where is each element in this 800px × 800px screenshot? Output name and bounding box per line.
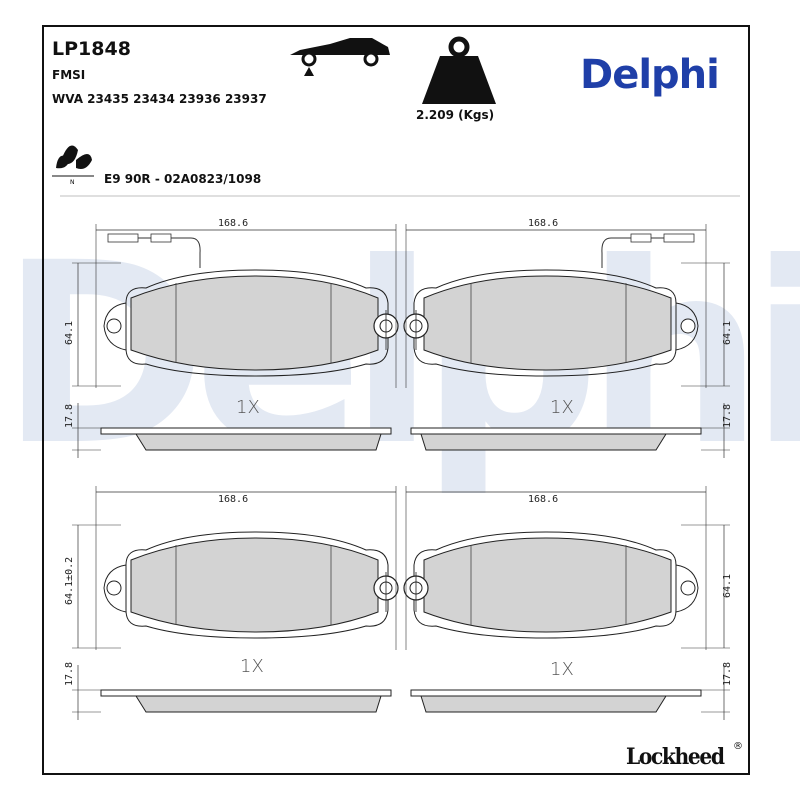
mounting-hole — [680, 318, 696, 334]
wear-sensor-clip — [630, 233, 652, 243]
svg-text:N: N — [70, 179, 75, 186]
certification-code: E9 90R - 02A0823/1098 — [104, 172, 262, 186]
pad-drawing-top-right — [403, 224, 730, 458]
side-view-backplate — [410, 689, 702, 697]
mounting-hole — [106, 318, 122, 334]
backing-plate-outline — [413, 531, 677, 639]
thickness-dimension-top-left: 17.8 — [64, 404, 75, 428]
width-dimension-top-left: 168.6 — [218, 218, 248, 229]
friction-material — [130, 275, 379, 371]
width-dimension-bottom-left: 168.6 — [218, 494, 248, 505]
car-front-axle-icon — [290, 38, 390, 76]
wear-sensor-connector — [663, 233, 695, 243]
height-dimension-bottom-right: 64.1 — [722, 574, 733, 598]
side-view-friction — [135, 433, 382, 451]
wear-sensor-wire — [111, 237, 201, 268]
wear-sensor-connector — [107, 233, 139, 243]
mounting-ear — [103, 302, 127, 351]
mounting-ear — [675, 302, 699, 351]
fmsi-label: FMSI — [52, 68, 86, 82]
thickness-dimension-bottom-left: 17.8 — [64, 662, 75, 686]
width-dimension-top-right: 168.6 — [528, 218, 558, 229]
quantity-bottom-left: 1X — [240, 656, 264, 677]
brand-watermark: Delphi — [0, 209, 800, 500]
width-dimension-bottom-right: 168.6 — [528, 494, 558, 505]
backing-plate-outline — [125, 269, 389, 377]
registered-mark: ® — [733, 741, 743, 752]
friction-material — [423, 275, 672, 371]
mounting-ear — [103, 564, 127, 613]
height-dimension-top-left: 64.1 — [64, 321, 75, 345]
side-view-friction — [135, 695, 382, 713]
mounting-hole — [106, 580, 122, 596]
quantity-top-right: 1X — [550, 397, 574, 418]
side-view-backplate — [100, 427, 392, 435]
friction-material — [130, 537, 379, 633]
wva-numbers: WVA 23435 23434 23936 23937 — [52, 92, 267, 106]
height-dimension-top-right: 64.1 — [722, 321, 733, 345]
thickness-dimension-top-right: 17.8 — [722, 404, 733, 428]
backing-plate-outline — [125, 531, 389, 639]
brand-logo: Delphi — [580, 52, 720, 98]
quantity-bottom-right: 1X — [550, 659, 574, 680]
product-sheet-frame — [42, 25, 750, 775]
eco-leaf-icon: N — [52, 145, 94, 186]
mounting-hole — [680, 580, 696, 596]
side-view-friction — [420, 695, 667, 713]
side-view-backplate — [410, 427, 702, 435]
backing-plate-outline — [413, 269, 677, 377]
pad-drawing-bottom-right — [403, 486, 730, 720]
height-dimension-bottom-left: 64.1±0.2 — [64, 557, 75, 605]
quantity-top-left: 1X — [236, 397, 260, 418]
side-view-friction — [420, 433, 667, 451]
part-code: LP1848 — [52, 38, 131, 60]
wear-sensor-clip — [150, 233, 172, 243]
thickness-dimension-bottom-right: 17.8 — [722, 662, 733, 686]
pad-drawing-bottom-left — [72, 486, 399, 720]
side-view-backplate — [100, 689, 392, 697]
friction-material — [423, 537, 672, 633]
wear-sensor-wire — [601, 237, 691, 268]
mounting-ear — [675, 564, 699, 613]
pad-drawing-top-left — [72, 224, 399, 458]
maker-logo: Lockheed — [626, 744, 725, 770]
weight-value: 2.209 (Kgs) — [416, 108, 495, 122]
weight-icon — [422, 36, 496, 104]
